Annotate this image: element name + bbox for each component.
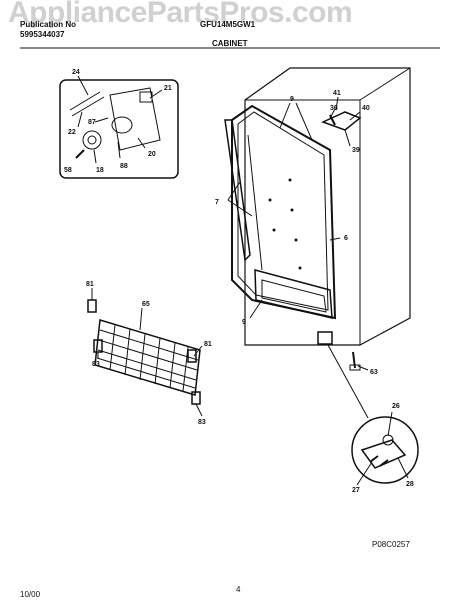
part-label-24: 24 xyxy=(72,69,80,76)
part-label-20: 20 xyxy=(148,151,156,158)
part-label-81-right: 81 xyxy=(204,341,212,348)
part-label-9-bottom: 9 xyxy=(242,319,246,326)
publication-label: Publication No xyxy=(20,20,76,29)
part-label-26: 26 xyxy=(392,403,400,410)
part-label-83-left: 83 xyxy=(92,361,100,368)
page-number: 4 xyxy=(236,585,241,594)
part-label-9-top: 9 xyxy=(290,96,294,103)
part-label-88: 88 xyxy=(120,163,128,170)
bottom-trim xyxy=(254,269,333,319)
hinge-detail-circle xyxy=(327,344,419,484)
capillary-tube xyxy=(69,91,105,117)
light-socket xyxy=(139,91,153,103)
part-label-58: 58 xyxy=(64,167,72,174)
screw-58 xyxy=(75,149,85,159)
part-label-7: 7 xyxy=(215,199,219,206)
shelf-support-81-right xyxy=(187,349,197,363)
cabinet-body xyxy=(244,67,411,346)
model-number: GFU14M5GW1 xyxy=(200,20,256,29)
wire-shelf xyxy=(94,319,201,396)
part-label-22: 22 xyxy=(68,129,76,136)
part-label-65: 65 xyxy=(142,301,150,308)
drawing-code: P08C0257 xyxy=(372,540,410,549)
door-liner xyxy=(231,104,337,320)
top-hinge xyxy=(321,111,362,131)
revision-date: 10/00 xyxy=(20,590,41,599)
part-label-39: 39 xyxy=(352,147,360,154)
part-label-21: 21 xyxy=(164,85,172,92)
part-labels: 24 21 87 22 20 88 58 18 9 36 41 40 39 7 … xyxy=(64,69,414,494)
part-label-40: 40 xyxy=(362,105,370,112)
thermostat-knob xyxy=(82,130,102,150)
part-label-28: 28 xyxy=(406,481,414,488)
shelf-support-81-left xyxy=(87,299,97,313)
publication-number: 5995344037 xyxy=(20,30,65,39)
section-title: CABINET xyxy=(212,39,248,48)
part-label-81-left: 81 xyxy=(86,281,94,288)
door-gasket xyxy=(224,119,263,271)
part-label-27: 27 xyxy=(352,487,360,494)
part-label-18: 18 xyxy=(96,167,104,174)
control-assembly-inset xyxy=(59,79,179,179)
watermark-text: AppliancePartsPros.com xyxy=(8,0,353,29)
bottom-hinge xyxy=(317,331,361,371)
leveling-leg-63 xyxy=(352,351,356,369)
part-label-36: 36 xyxy=(330,105,338,112)
part-label-41: 41 xyxy=(333,90,341,97)
thermostat-body xyxy=(111,116,133,134)
part-label-83-right: 83 xyxy=(198,419,206,426)
part-label-6: 6 xyxy=(344,235,348,242)
leader-lines xyxy=(77,75,409,486)
part-label-87: 87 xyxy=(88,119,96,126)
part-label-63: 63 xyxy=(370,369,378,376)
